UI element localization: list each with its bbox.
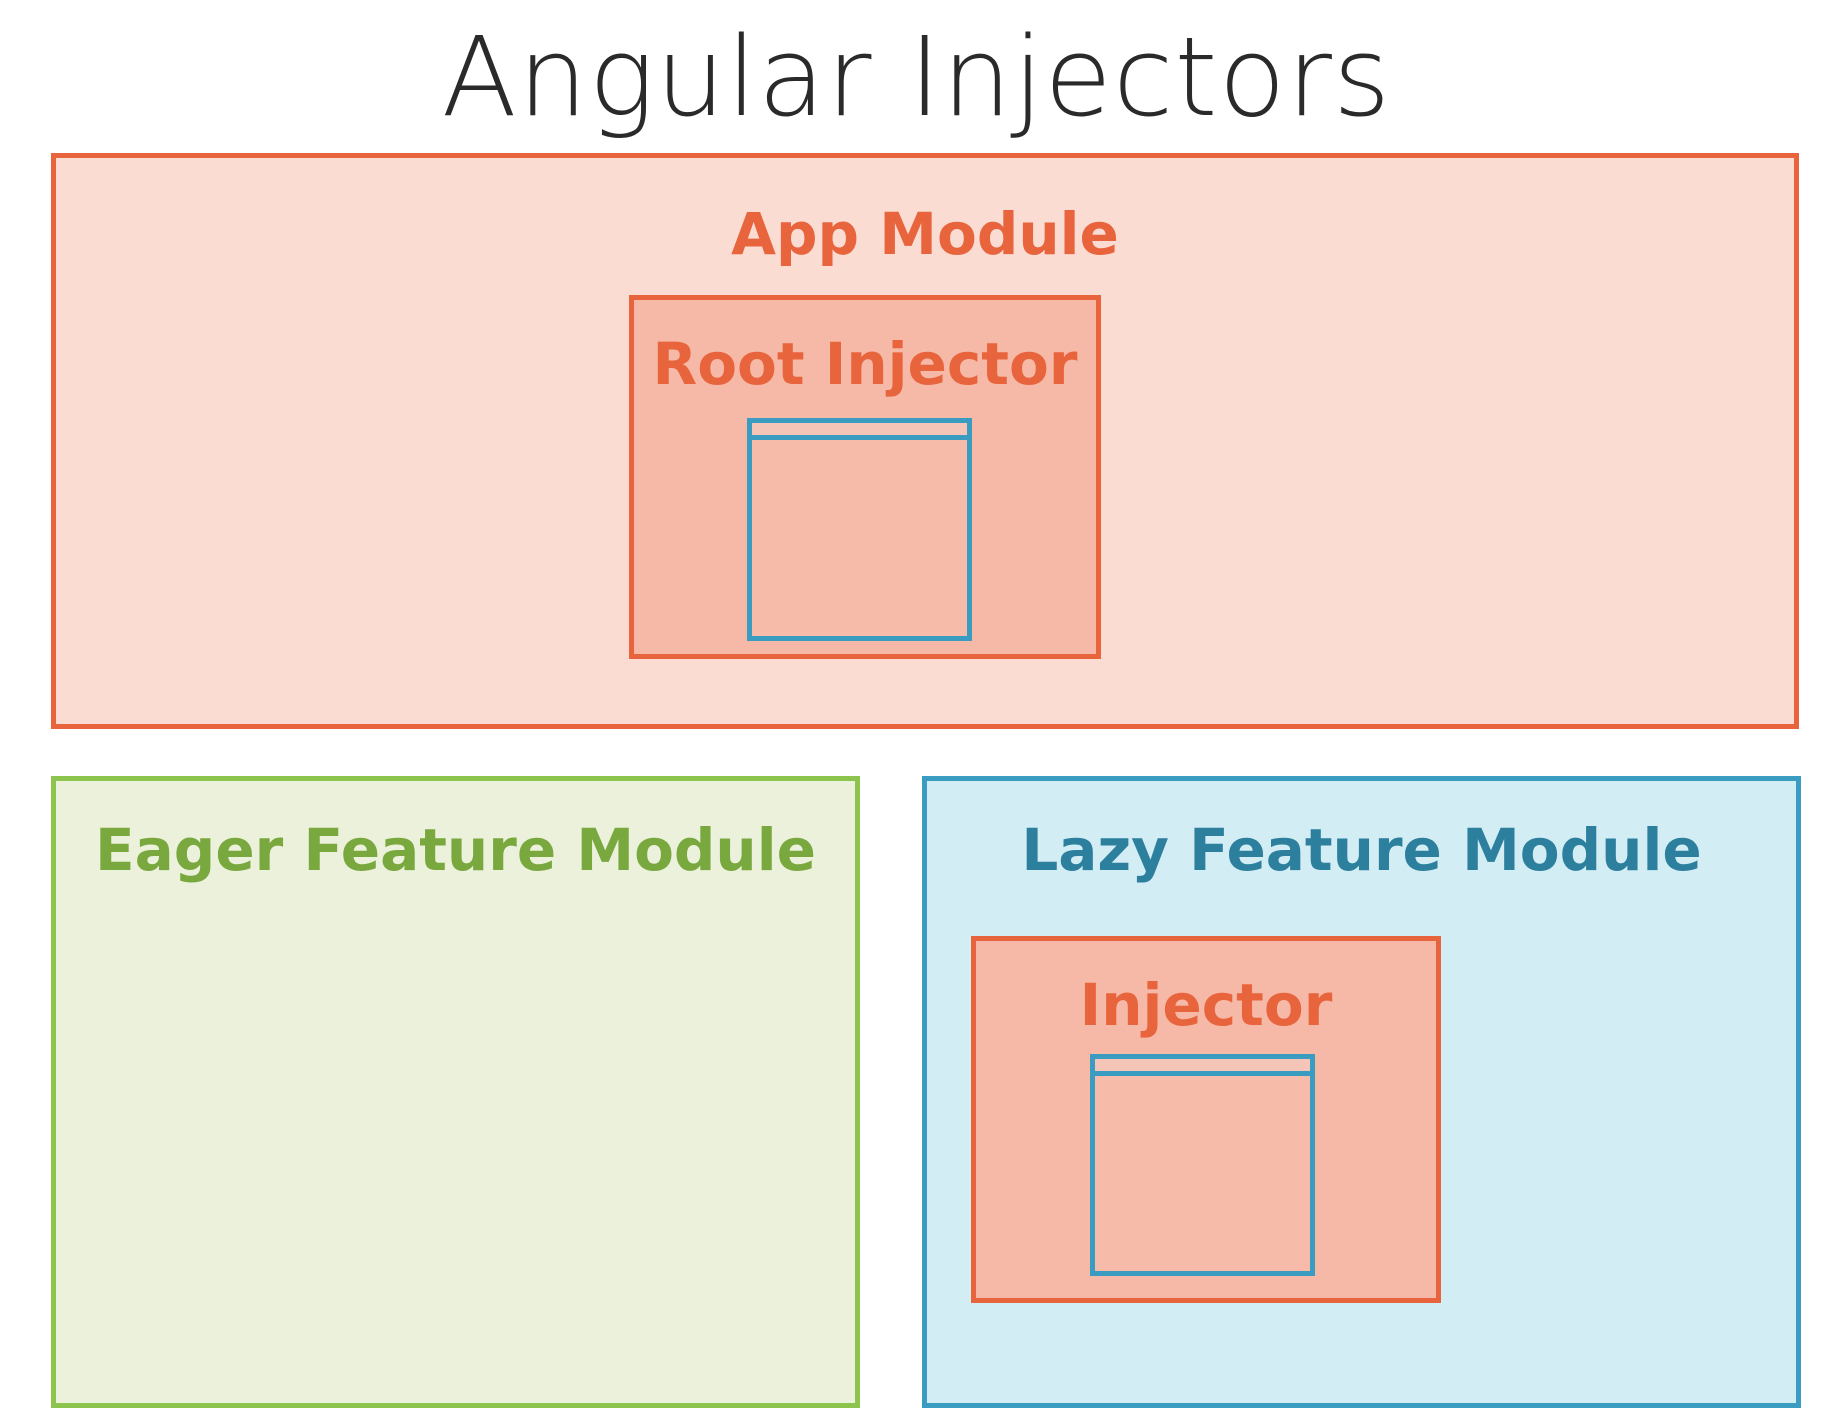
lazy-feature-module-label: Lazy Feature Module [1021, 816, 1702, 884]
lazy-injector-label: Injector [1079, 971, 1333, 1039]
app-module-label: App Module [731, 200, 1119, 268]
eager-feature-module-box: Eager Feature Module [51, 776, 860, 1408]
root-injector-label: Root Injector [652, 330, 1078, 398]
service-container-header-bar [752, 423, 967, 440]
root-injector-service-container [747, 418, 972, 641]
lazy-injector-box: Injector [971, 936, 1441, 1303]
lazy-injector-service-container [1090, 1054, 1315, 1276]
root-injector-box: Root Injector [629, 295, 1101, 659]
service-container-header-bar [1095, 1059, 1310, 1076]
app-module-box: App Module Root Injector [51, 153, 1799, 729]
lazy-feature-module-box: Lazy Feature Module Injector [922, 776, 1801, 1408]
diagram-title: Angular Injectors [441, 13, 1392, 141]
eager-feature-module-label: Eager Feature Module [95, 816, 816, 884]
